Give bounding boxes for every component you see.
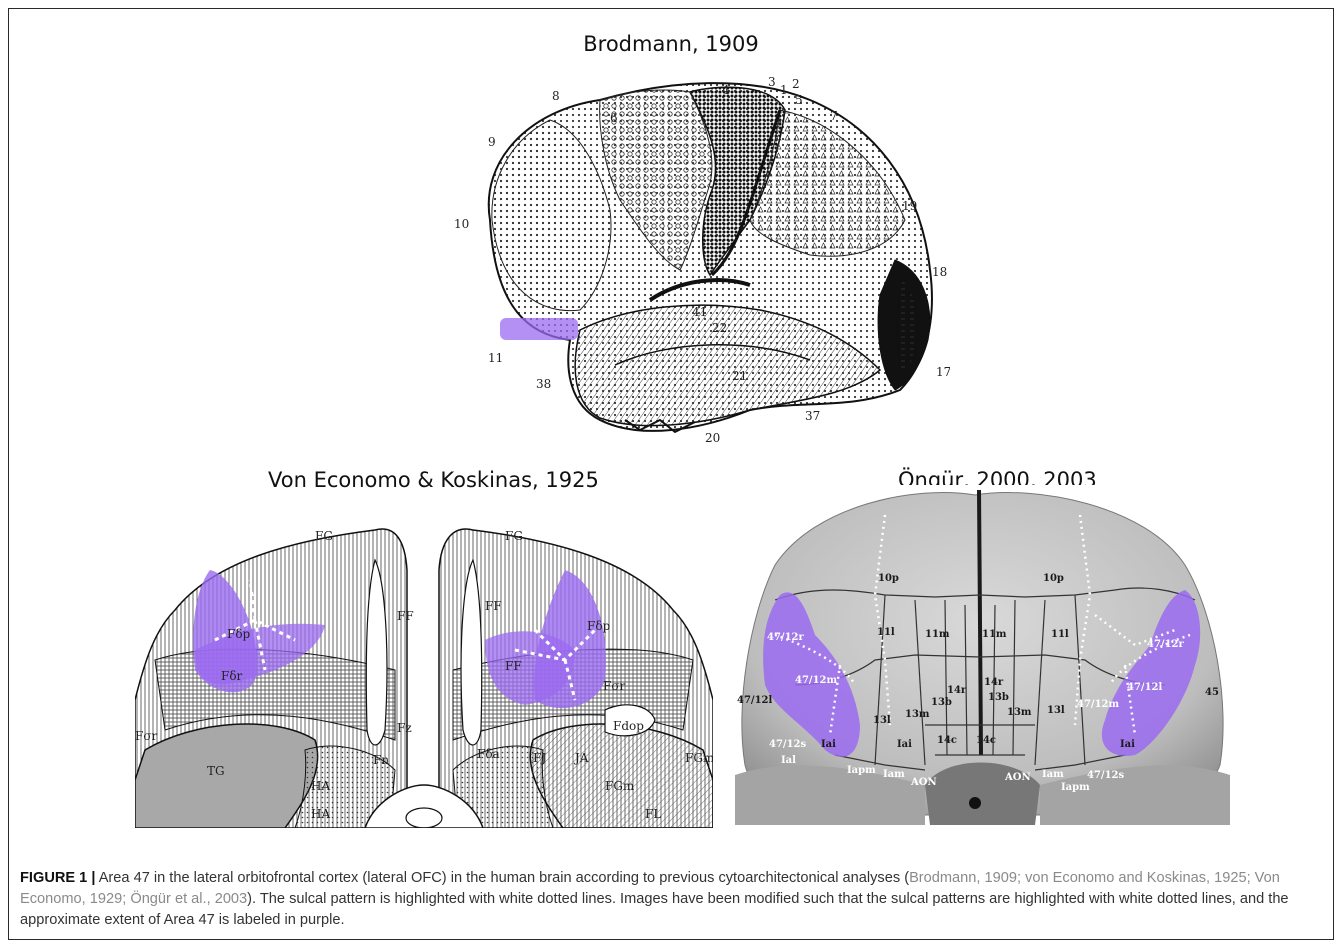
economo-area-label: FG bbox=[315, 529, 333, 543]
figure-label: FIGURE 1 | bbox=[20, 870, 95, 886]
ongur-area-label: 13b bbox=[988, 692, 1009, 703]
brodmann-area-label: 41 bbox=[692, 305, 707, 319]
brodmann-area-label: 9 bbox=[488, 135, 496, 149]
economo-area-label: FGm bbox=[605, 779, 635, 793]
ongur-area-label: 47/12s bbox=[1087, 770, 1124, 781]
economo-area-label: Fδp bbox=[587, 619, 611, 633]
ongur-area-label: 10p bbox=[1043, 573, 1064, 584]
economo-area-label: JA bbox=[573, 751, 589, 765]
brodmann-area-label: 38 bbox=[536, 377, 551, 391]
ongur-area-label: 47/12l bbox=[737, 695, 772, 706]
economo-area-label: FL bbox=[645, 807, 661, 821]
area-47-highlight bbox=[500, 318, 578, 340]
economo-area-label: TG bbox=[207, 764, 225, 778]
ongur-area-label: AON bbox=[1004, 772, 1031, 783]
ongur-area-label: 14r bbox=[984, 677, 1004, 688]
economo-area-label: FF bbox=[485, 599, 502, 613]
economo-area-label: Fδp bbox=[227, 627, 251, 641]
ongur-area-label: 11m bbox=[925, 629, 950, 640]
brodmann-area-label: 18 bbox=[932, 265, 947, 279]
economo-area-label: Fdop bbox=[613, 719, 644, 733]
economo-panel-title: Von Economo & Koskinas, 1925 bbox=[268, 468, 599, 492]
ongur-area-label: 47/12m bbox=[1077, 699, 1119, 710]
ongur-area-label: Iapm bbox=[847, 765, 876, 776]
ongur-area-label: 10p bbox=[878, 573, 899, 584]
ongur-area-label: 13l bbox=[873, 715, 891, 726]
brodmann-area-label: 8 bbox=[552, 89, 560, 103]
economo-area-label: Fσr bbox=[135, 729, 158, 743]
economo-area-label: FJ bbox=[533, 751, 546, 765]
ongur-area-label: Iam bbox=[1042, 769, 1064, 780]
ongur-area-label: Ial bbox=[781, 755, 796, 766]
brodmann-area-label: 10 bbox=[454, 217, 469, 231]
ongur-area-label: 13m bbox=[1007, 707, 1032, 718]
ongur-area-label: 14r bbox=[947, 685, 967, 696]
ongur-area-label: 47/12l bbox=[1127, 682, 1162, 693]
ongur-area-label: 47/12r bbox=[767, 632, 804, 643]
ongur-brain-illustration: 10p 10p 11l 11m 11m 11l 47/12r 47/12r 47… bbox=[735, 485, 1230, 825]
brodmann-area-label: 17 bbox=[936, 365, 950, 379]
ongur-area-label: 45 bbox=[1205, 687, 1219, 698]
brodmann-area-label: 21 bbox=[732, 369, 747, 383]
ongur-area-label: 47/12r bbox=[1147, 639, 1184, 650]
brodmann-panel-title: Brodmann, 1909 bbox=[0, 32, 1342, 56]
economo-area-label: Fδr bbox=[221, 669, 243, 683]
brodmann-area-label: 11 bbox=[488, 351, 503, 365]
ongur-area-label: 11l bbox=[1051, 629, 1069, 640]
brodmann-area-label: 3 bbox=[768, 75, 776, 89]
brodmann-area-label: 22 bbox=[712, 321, 727, 335]
economo-area-label: Fσr bbox=[603, 679, 626, 693]
ongur-area-label: Iam bbox=[883, 769, 905, 780]
economo-brain-illustration: FG FG Fδp Fδp Fδr FF FF Fσr Fσr Fz FF FJ… bbox=[135, 500, 713, 828]
brodmann-area-label: 4 bbox=[722, 83, 730, 97]
ongur-area-label: Iai bbox=[1120, 739, 1135, 750]
ongur-area-label: AON bbox=[910, 777, 937, 788]
economo-area-label: FG bbox=[505, 529, 523, 543]
ongur-area-label: 11m bbox=[982, 629, 1007, 640]
brodmann-area-label: 1 bbox=[780, 83, 788, 97]
brodmann-area-label: 19 bbox=[902, 199, 917, 213]
ongur-area-label: 14c bbox=[937, 735, 957, 746]
economo-area-label: HA bbox=[311, 779, 330, 793]
ongur-area-label: 11l bbox=[877, 627, 895, 638]
brodmann-area-label: 37 bbox=[805, 409, 820, 423]
brodmann-area-label: 5 bbox=[795, 93, 803, 107]
figure-caption: FIGURE 1 | Area 47 in the lateral orbito… bbox=[20, 868, 1325, 931]
economo-area-label: Fδa bbox=[477, 747, 500, 761]
ongur-area-label: Iai bbox=[821, 739, 836, 750]
economo-area-label: Fn bbox=[373, 753, 389, 767]
brodmann-brain-illustration: 6 4 3 1 2 5 7 8 9 10 11 38 19 18 17 37 2… bbox=[450, 70, 950, 450]
ongur-area-label: 13b bbox=[931, 697, 952, 708]
brodmann-area-label: 7 bbox=[830, 109, 838, 123]
ongur-area-label: 14c bbox=[976, 735, 996, 746]
economo-area-label: Fz bbox=[397, 721, 412, 735]
caption-text: Area 47 in the lateral orbitofrontal cor… bbox=[95, 870, 909, 886]
ongur-area-label: Iapm bbox=[1061, 782, 1090, 793]
ongur-area-label: 47/12s bbox=[769, 739, 806, 750]
ongur-area-label: Iai bbox=[897, 739, 912, 750]
ongur-area-label: 13l bbox=[1047, 705, 1065, 716]
economo-area-label: FF bbox=[505, 659, 522, 673]
ongur-area-label: 13m bbox=[905, 709, 930, 720]
ongur-area-label: 47/12m bbox=[795, 675, 837, 686]
brodmann-area-label: 6 bbox=[610, 111, 618, 125]
economo-area-label: HA bbox=[311, 807, 330, 821]
brodmann-area-label: 2 bbox=[792, 77, 800, 91]
economo-area-label: FF bbox=[397, 609, 414, 623]
brodmann-area-label: 20 bbox=[705, 431, 720, 445]
economo-area-label: FGm bbox=[685, 751, 713, 765]
